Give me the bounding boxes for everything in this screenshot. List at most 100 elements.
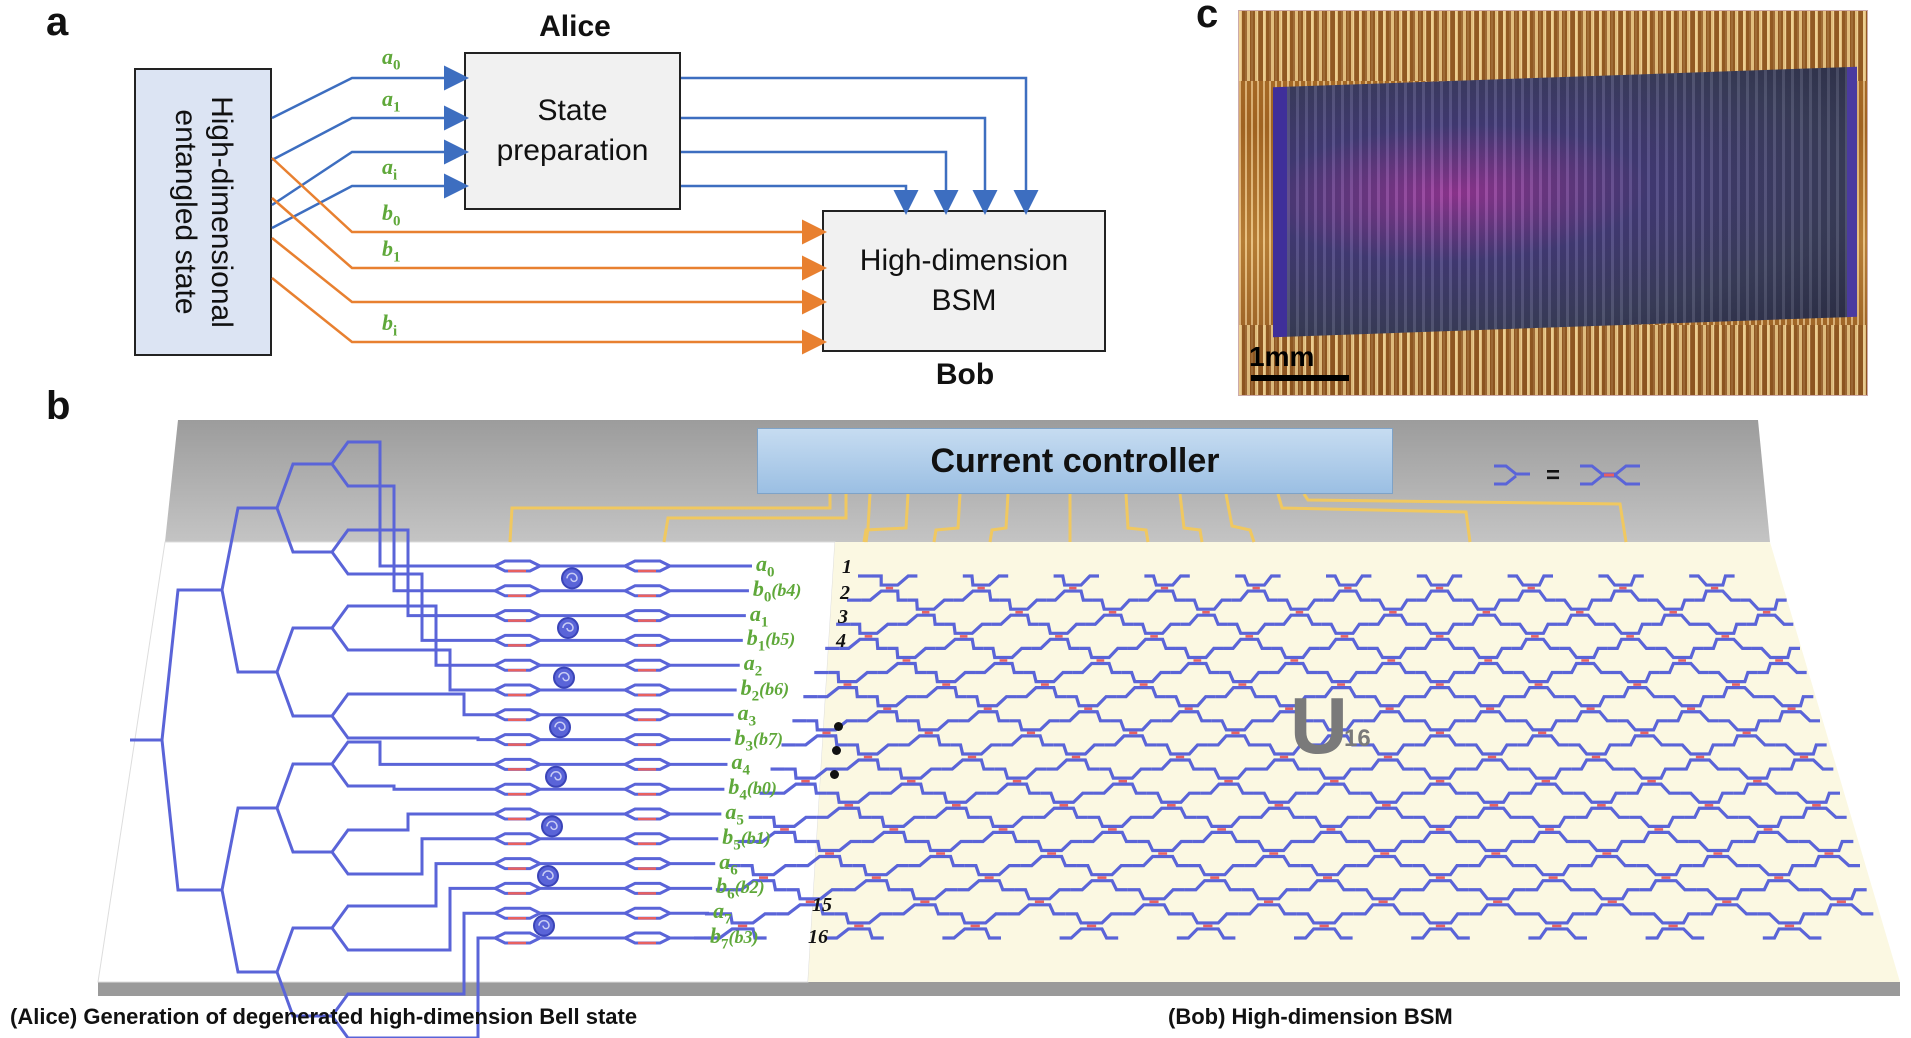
mzi-lower-arm bbox=[1127, 637, 1176, 650]
mzi-lower-arm bbox=[1176, 927, 1236, 940]
mzi-upper-arm bbox=[889, 767, 942, 780]
mzi-lower-arm bbox=[1192, 830, 1248, 844]
mzi-lower-arm bbox=[1713, 686, 1764, 699]
spiral-detail bbox=[562, 622, 574, 632]
mzi-upper-arm bbox=[1308, 767, 1362, 780]
ellipsis-dot bbox=[830, 770, 839, 779]
port-number-4: 4 bbox=[836, 630, 846, 652]
mzi-lower-arm bbox=[1046, 758, 1100, 771]
mzi-lower-arm bbox=[1464, 661, 1514, 675]
mzi-lower-arm bbox=[1306, 782, 1361, 795]
routing-waveguide bbox=[360, 812, 480, 832]
splitter-branch bbox=[320, 762, 360, 788]
mzi-lower-arm bbox=[1792, 806, 1847, 819]
filter-mzi-arm bbox=[610, 584, 685, 593]
routing-waveguide bbox=[360, 936, 480, 1038]
mzi-lower-arm bbox=[1361, 758, 1414, 771]
mzi-upper-arm bbox=[1027, 839, 1083, 853]
splitter-branch bbox=[210, 888, 265, 974]
mzi-lower-arm bbox=[861, 830, 917, 844]
filter-mzi-arm bbox=[610, 708, 685, 717]
mzi-upper-arm bbox=[1510, 622, 1558, 635]
mzi-lower-arm bbox=[1294, 927, 1353, 940]
mzi-lower-arm bbox=[1733, 782, 1787, 795]
mzi-lower-arm bbox=[1723, 734, 1776, 747]
bob-label: Bob bbox=[935, 358, 995, 391]
mzi-upper-arm bbox=[1642, 912, 1701, 925]
mzi-lower-arm bbox=[1667, 710, 1719, 723]
mzi-upper-arm bbox=[887, 646, 936, 660]
spiral-detail bbox=[554, 721, 566, 731]
mzi-lower-arm bbox=[1319, 637, 1368, 650]
splitter-branch bbox=[265, 806, 320, 854]
mzi-upper-arm bbox=[1196, 815, 1251, 828]
mzi-upper-arm bbox=[1464, 695, 1515, 708]
mzi-lower-arm bbox=[1659, 661, 1709, 675]
mzi-upper-arm bbox=[944, 622, 992, 635]
bob-region bbox=[808, 542, 1900, 982]
wire-11 bbox=[1276, 493, 1472, 543]
mzi-lower-arm bbox=[1082, 830, 1138, 844]
mzi-lower-arm bbox=[892, 903, 950, 916]
mzi-lower-arm bbox=[1601, 589, 1648, 602]
splitter-branch bbox=[320, 714, 360, 740]
splitter-branch bbox=[320, 440, 360, 466]
ellipsis-dot bbox=[832, 746, 841, 755]
mzi-upper-arm bbox=[1696, 888, 1753, 901]
mzi-upper-arm bbox=[1413, 767, 1467, 780]
filter-mzi-arm bbox=[610, 658, 685, 667]
mzi-lower-arm bbox=[1633, 830, 1689, 844]
filter-mzi-arm bbox=[610, 633, 685, 642]
mzi-upper-arm bbox=[1227, 622, 1275, 635]
mzi-upper-arm bbox=[1708, 670, 1758, 684]
mzi-lower-arm bbox=[1804, 854, 1860, 868]
mzi-lower-arm bbox=[1525, 879, 1583, 892]
mzi-lower-arm bbox=[1703, 637, 1752, 650]
mzi-lower-arm bbox=[1151, 758, 1205, 771]
mzi-upper-arm bbox=[1365, 695, 1415, 708]
mzi-upper-arm bbox=[1463, 646, 1512, 660]
output-label: b1(b5) bbox=[746, 625, 796, 655]
mzi-upper-arm bbox=[1235, 574, 1281, 587]
mzi-upper-arm bbox=[949, 912, 1008, 925]
routing-waveguide bbox=[360, 648, 480, 692]
source-mzi-arm bbox=[480, 931, 552, 940]
mzi-lower-arm bbox=[1366, 661, 1416, 675]
mzi-lower-arm bbox=[1161, 710, 1212, 723]
scale-bar-label: 1mm bbox=[1249, 341, 1315, 372]
mzi-lower-arm bbox=[1298, 879, 1356, 892]
mzi-lower-arm bbox=[1762, 927, 1822, 940]
mode-label-b1: b1 bbox=[382, 236, 401, 266]
port-number-16: 16 bbox=[808, 926, 828, 948]
mzi-lower-arm bbox=[1676, 758, 1729, 771]
mzi-upper-arm bbox=[1757, 912, 1816, 925]
source-mzi-arm bbox=[480, 708, 552, 717]
mzi-lower-arm bbox=[751, 830, 807, 844]
mzi-upper-arm bbox=[1689, 574, 1735, 587]
source-mzi-arm bbox=[480, 683, 552, 692]
source-mzi-arm bbox=[480, 733, 552, 742]
filter-mzi-arm bbox=[610, 881, 685, 890]
port-number-1: 1 bbox=[842, 556, 852, 578]
routing-waveguide bbox=[360, 692, 480, 717]
mzi-upper-arm bbox=[1604, 622, 1652, 635]
source-mzi-arm bbox=[480, 584, 552, 593]
mzi-lower-arm bbox=[1414, 734, 1466, 747]
wire-10 bbox=[1224, 493, 1256, 543]
mzi-upper-arm bbox=[871, 815, 926, 828]
mzi-lower-arm bbox=[1007, 903, 1066, 916]
caption-alice: (Alice) Generation of degenerated high-d… bbox=[10, 1004, 638, 1029]
mzi-upper-arm bbox=[1146, 791, 1201, 804]
bsm-box: High-dimension BSM bbox=[822, 210, 1106, 352]
mzi-lower-arm bbox=[1692, 854, 1749, 868]
mzi-upper-arm bbox=[1180, 912, 1239, 925]
mzi-upper-arm bbox=[1671, 743, 1724, 756]
spiral-detail bbox=[542, 870, 554, 880]
mzi-upper-arm bbox=[926, 670, 976, 684]
mzi-lower-arm bbox=[1815, 903, 1874, 916]
mzi-upper-arm bbox=[1413, 815, 1468, 828]
mzi-upper-arm bbox=[1663, 695, 1714, 708]
mzi-upper-arm bbox=[1577, 839, 1634, 853]
mzi-lower-arm bbox=[1571, 758, 1624, 771]
splitter-branch bbox=[320, 692, 360, 718]
